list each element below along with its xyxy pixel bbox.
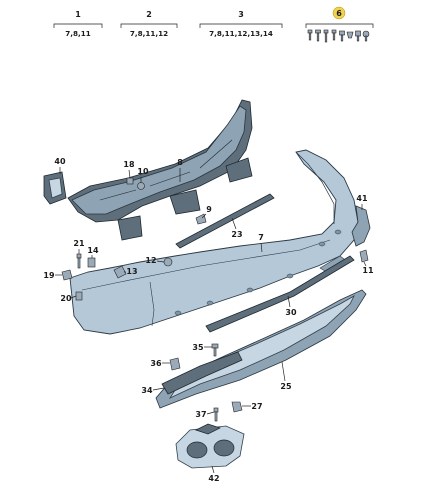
svg-text:18: 18 [123,160,135,169]
set-bracket [120,23,178,28]
set-bracket [305,23,374,28]
callout-37[interactable]: 37 [195,410,215,419]
set-parts-list: 7,8,11,12,13,14 [209,29,273,38]
callout-21[interactable]: 21 [73,239,85,254]
hardware-icons [307,29,370,43]
bracket-40[interactable] [43,171,67,205]
side-guide-41[interactable] [351,205,371,247]
callout-9[interactable]: 9 [201,205,212,219]
set-bracket [53,23,103,28]
callout-23[interactable]: 23 [231,217,243,239]
header-set-1[interactable]: 1 7,8,11 [53,10,103,38]
svg-text:19: 19 [43,271,55,280]
callout-7[interactable]: 7 [258,233,264,253]
set-bracket [199,23,283,28]
callout-40[interactable]: 40 [54,157,66,174]
svg-text:25: 25 [280,382,292,391]
set-number: 6 [336,9,342,18]
svg-text:9: 9 [206,205,212,214]
small-hardware [61,177,369,422]
svg-text:37: 37 [195,410,206,419]
callout-10[interactable]: 10 [137,167,149,183]
set-number: 1 [75,10,81,19]
svg-text:11: 11 [362,266,374,275]
svg-text:10: 10 [137,167,149,176]
svg-text:41: 41 [356,194,368,203]
header-set-2[interactable]: 2 7,8,11,12 [120,10,178,38]
svg-text:23: 23 [231,230,242,239]
svg-text:12: 12 [145,256,156,265]
svg-text:13: 13 [126,267,137,276]
callout-13[interactable]: 13 [124,267,138,276]
callout-11[interactable]: 11 [362,261,374,275]
svg-text:7: 7 [258,233,264,242]
svg-text:40: 40 [54,157,66,166]
callout-41[interactable]: 41 [356,194,368,210]
svg-text:30: 30 [285,308,297,317]
callout-34[interactable]: 34 [141,386,165,395]
svg-text:42: 42 [208,474,219,483]
sensor-holes [174,229,342,316]
set-parts-list: 7,8,11,12 [130,29,168,38]
svg-text:21: 21 [73,239,85,248]
callout-42[interactable]: 42 [208,465,220,483]
callout-25[interactable]: 25 [280,361,292,391]
set-number: 2 [146,10,152,19]
callout-12[interactable]: 12 [145,256,165,265]
header-set-3[interactable]: 3 7,8,11,12,13,14 [199,10,283,38]
callout-8[interactable]: 8 [177,158,183,182]
callout-27[interactable]: 27 [242,402,263,411]
svg-text:34: 34 [141,386,153,395]
callout-14[interactable]: 14 [87,246,99,258]
svg-text:20: 20 [60,294,72,303]
header-set-6[interactable]: 6 [305,6,374,43]
trim-strip-23[interactable] [175,193,275,249]
set-number: 3 [238,10,244,19]
svg-text:14: 14 [87,246,99,255]
exhaust-tip-42[interactable] [175,423,245,469]
lower-strip-30[interactable] [205,255,355,333]
callout-18[interactable]: 18 [123,160,135,179]
diffuser-insert-34[interactable] [161,351,243,395]
svg-text:8: 8 [177,158,183,167]
svg-text:36: 36 [150,359,162,368]
callout-36[interactable]: 36 [150,359,170,368]
callout-20[interactable]: 20 [60,294,77,303]
svg-text:27: 27 [251,402,262,411]
callout-35[interactable]: 35 [192,343,212,352]
highlight-badge [332,6,346,20]
svg-text:35: 35 [192,343,204,352]
set-parts-list: 7,8,11 [65,29,90,38]
callout-30[interactable]: 30 [285,295,297,317]
bumper-carrier-bracket[interactable] [67,99,253,241]
callout-19[interactable]: 19 [43,271,62,280]
